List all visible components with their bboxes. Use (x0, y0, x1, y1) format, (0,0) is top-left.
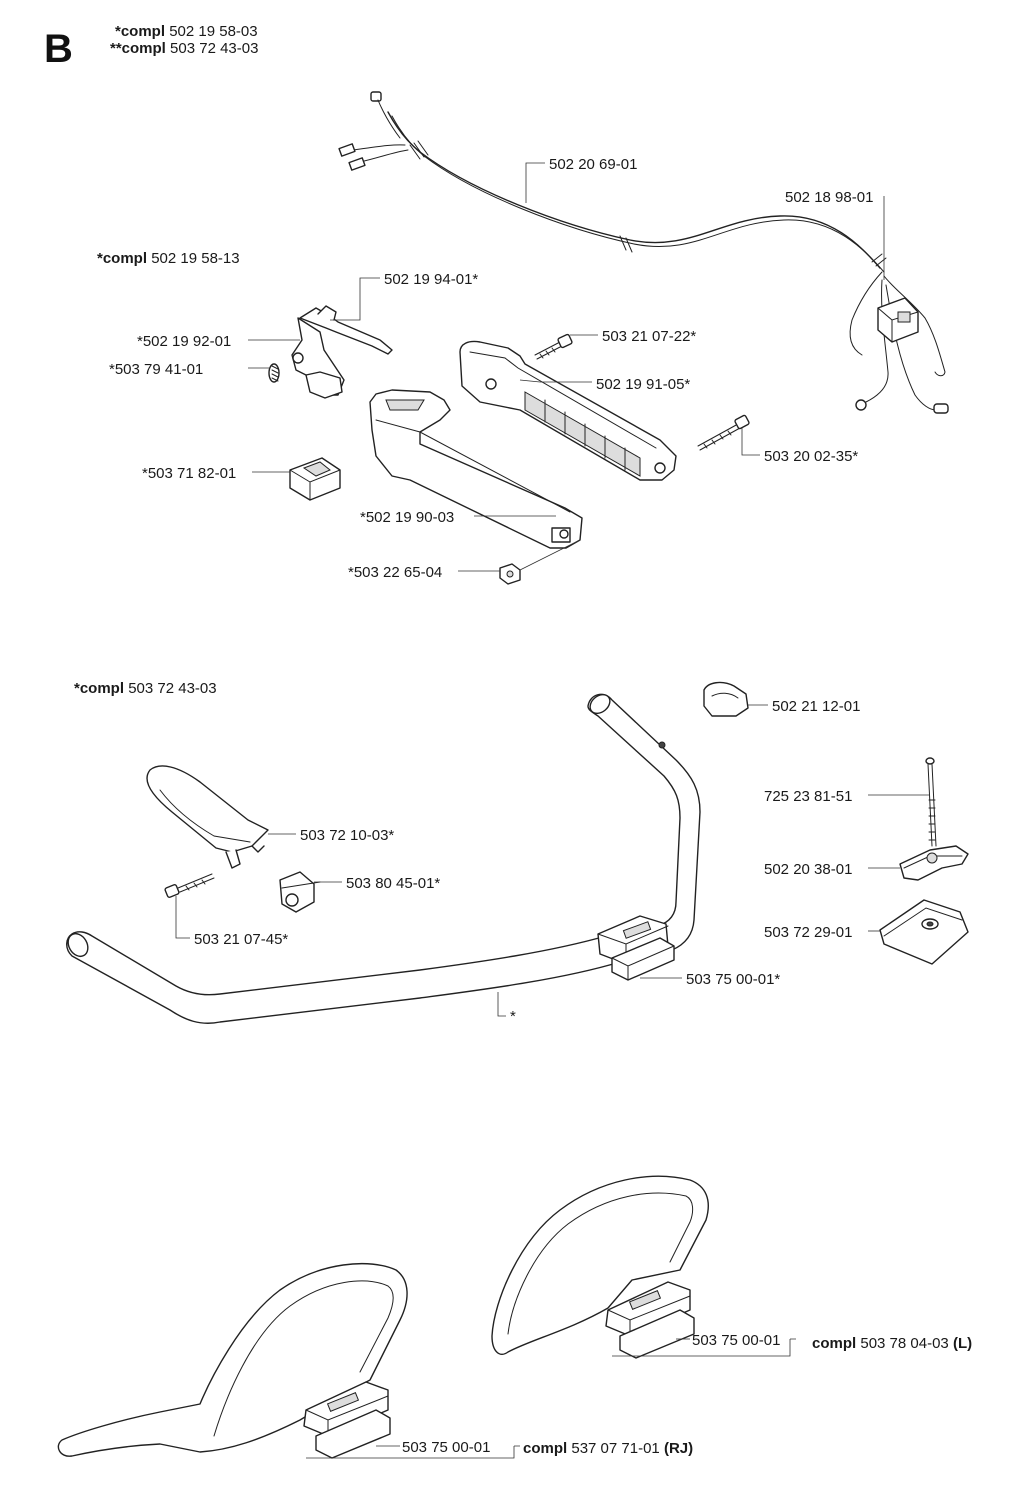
part-label-star: * (510, 1008, 516, 1025)
part-label-503-21-07-22: 503 21 07-22* (602, 328, 696, 345)
part-label-502-21-12-01: 502 21 12-01 (772, 698, 860, 715)
screw-drawings (534, 333, 750, 451)
part-label-503-71-82-01: *503 71 82-01 (142, 465, 236, 482)
bolt-drawing (925, 757, 937, 847)
header-line-1: *compl 502 19 58-03 (115, 23, 258, 40)
clamp-plate-drawing (879, 899, 969, 965)
part-label-502-19-91-05: 502 19 91-05* (596, 376, 690, 393)
part-label-503-21-07-45: 503 21 07-45* (194, 931, 288, 948)
screw-45-drawing (164, 873, 215, 898)
group-label-handle: *compl 502 19 58-13 (97, 250, 240, 267)
stop-switch-drawing (289, 457, 341, 501)
wiring-harness-drawing (338, 91, 949, 414)
part-label-502-20-69-01: 502 20 69-01 (549, 156, 637, 173)
assembly-label-rj: compl 537 07 71-01 (RJ) (523, 1440, 693, 1457)
grip-cover-drawing (146, 765, 269, 869)
part-label-503-75-00-01-star: 503 75 00-01* (686, 971, 780, 988)
part-label-503-72-29-01: 503 72 29-01 (764, 924, 852, 941)
group-label-bar: *compl 503 72 43-03 (74, 680, 217, 697)
loop-handle-l-drawing (491, 1175, 709, 1359)
square-nut-drawing (499, 563, 521, 585)
part-label-503-75-00-01-rj: 503 75 00-01 (402, 1439, 490, 1456)
part-label-502-18-98-01: 502 18 98-01 (785, 189, 873, 206)
part-label-503-79-41-01: *503 79 41-01 (109, 361, 203, 378)
part-label-503-20-02-35: 503 20 02-35* (764, 448, 858, 465)
part-label-725-23-81-51: 725 23 81-51 (764, 788, 852, 805)
part-label-502-20-38-01: 502 20 38-01 (764, 861, 852, 878)
section-letter: B (44, 27, 73, 71)
part-label-503-75-00-01-l: 503 75 00-01 (692, 1332, 780, 1349)
handle-housing-drawing (369, 340, 677, 549)
rubber-clip-drawing (703, 681, 749, 717)
part-label-503-72-10-03: 503 72 10-03* (300, 827, 394, 844)
assembly-label-l: compl 503 78 04-03 (L) (812, 1335, 972, 1352)
throttle-trigger-drawing (268, 305, 393, 399)
header-line-2: **compl 503 72 43-03 (110, 40, 258, 57)
loop-handle-rj-drawing (57, 1262, 408, 1459)
knob-drawing (899, 845, 969, 881)
part-label-502-19-92-01: *502 19 92-01 (137, 333, 231, 350)
handlebar-drawing (66, 693, 701, 1024)
part-label-502-19-90-03: *502 19 90-03 (360, 509, 454, 526)
part-label-502-19-94-01: 502 19 94-01* (384, 271, 478, 288)
part-label-503-80-45-01: 503 80 45-01* (346, 875, 440, 892)
part-label-503-22-65-04: *503 22 65-04 (348, 564, 442, 581)
clip-drawing (279, 871, 321, 913)
